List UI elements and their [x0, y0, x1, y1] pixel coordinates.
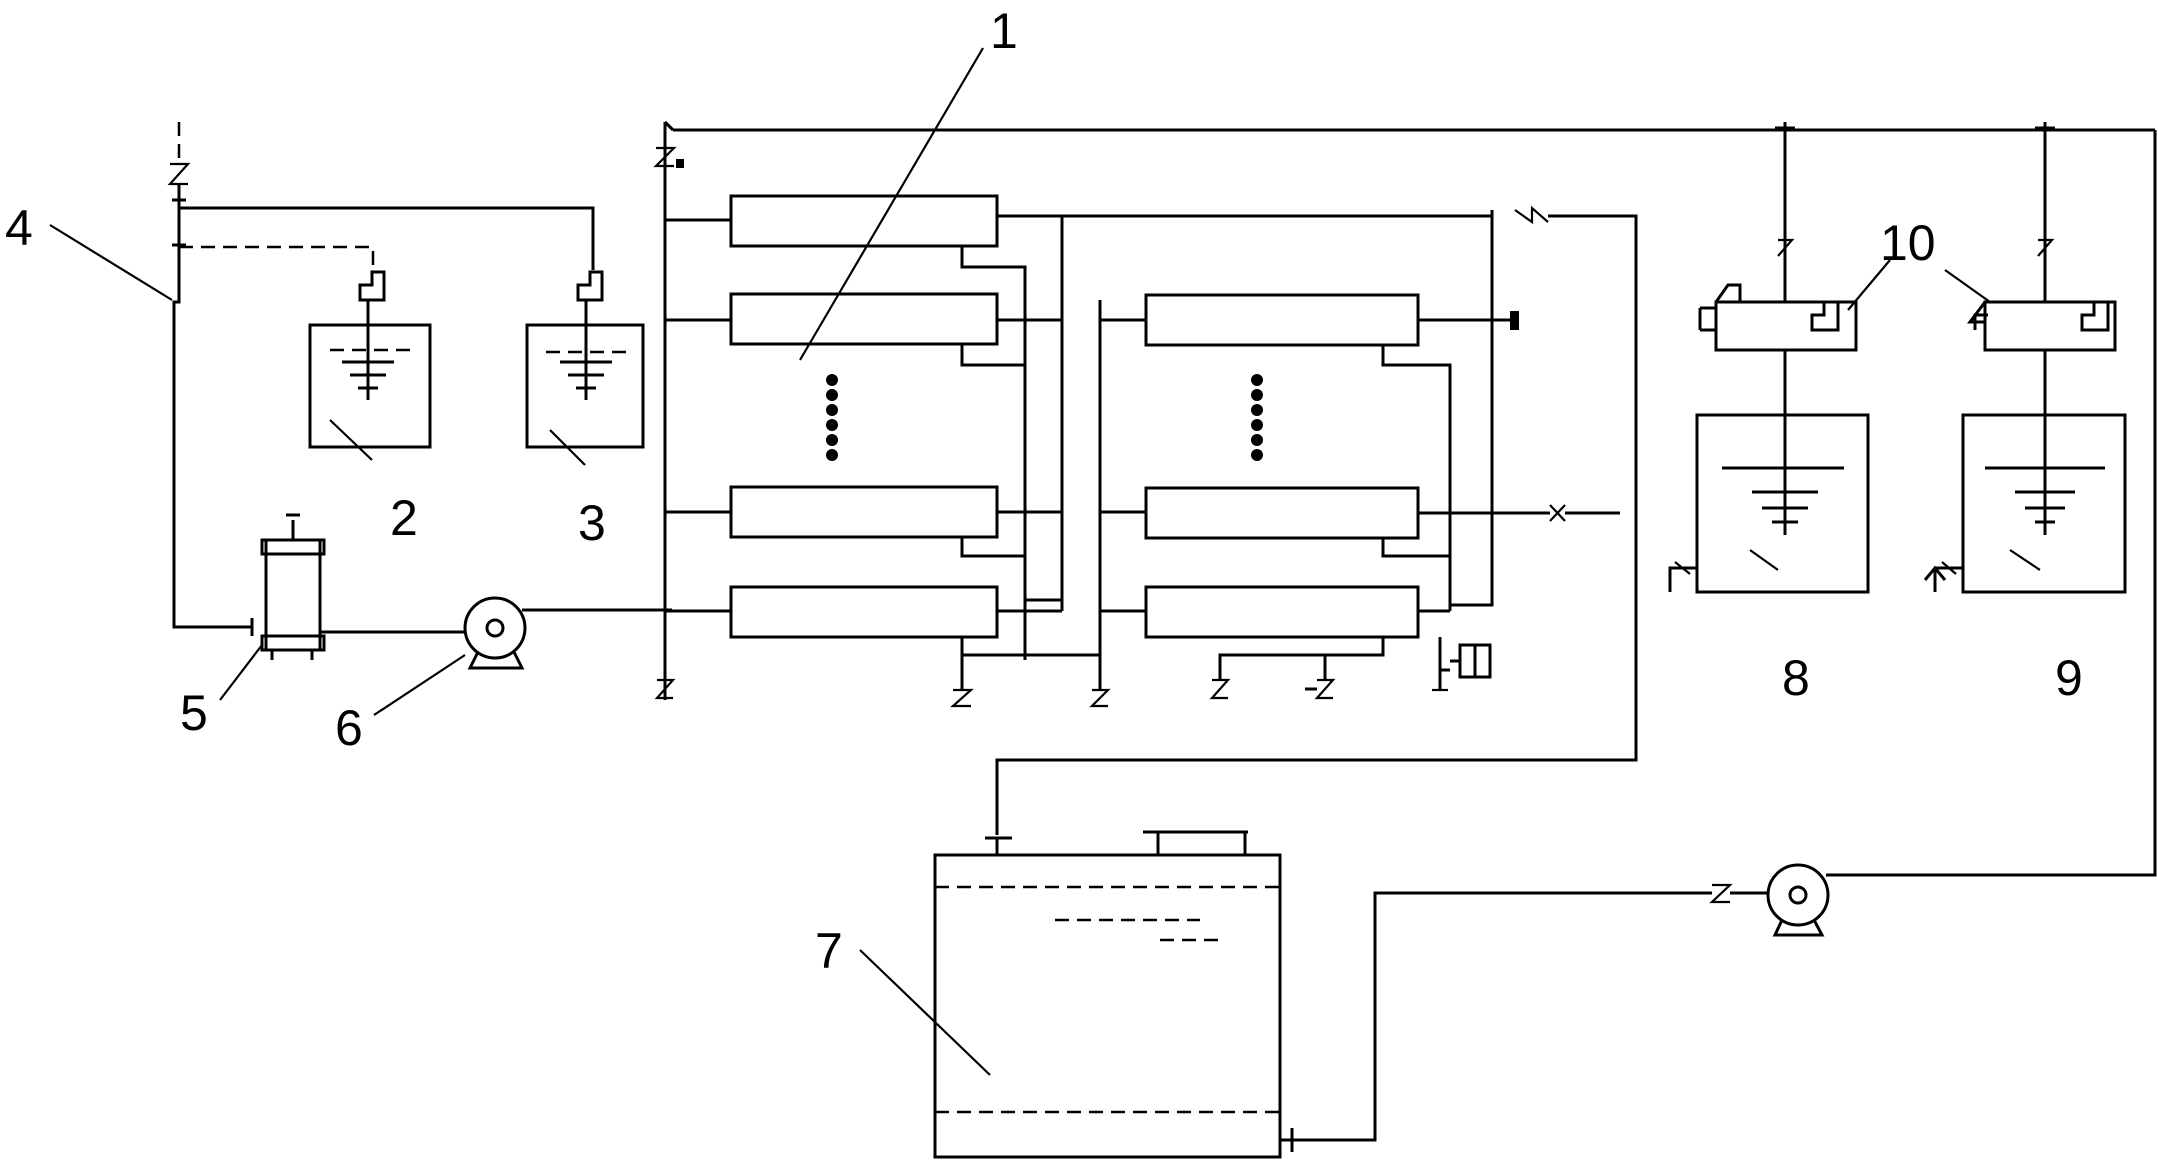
recirculation-pump	[663, 120, 2157, 937]
label-8: 8	[1782, 650, 1810, 706]
label-6: 6	[335, 700, 363, 756]
tank-8-branch	[1668, 122, 1870, 594]
tank-3	[525, 270, 645, 449]
membrane-modules-left	[653, 122, 1492, 708]
label-10: 10	[1880, 215, 1936, 271]
feed-line	[167, 122, 595, 629]
label-5: 5	[180, 685, 208, 741]
label-2: 2	[390, 490, 418, 546]
label-3: 3	[578, 495, 606, 551]
label-4: 4	[5, 200, 33, 256]
outlet-valve	[1187, 205, 1638, 762]
label-7: 7	[815, 923, 843, 979]
tank-2	[308, 270, 432, 449]
leader-lines	[49, 47, 2041, 1076]
label-9: 9	[2055, 650, 2083, 706]
tank-9-branch	[1923, 122, 2127, 594]
feed-pump	[360, 596, 672, 670]
label-1: 1	[990, 3, 1018, 59]
filter	[250, 513, 360, 660]
membrane-modules-right	[1089, 210, 1620, 708]
storage-tank	[933, 758, 1712, 1159]
